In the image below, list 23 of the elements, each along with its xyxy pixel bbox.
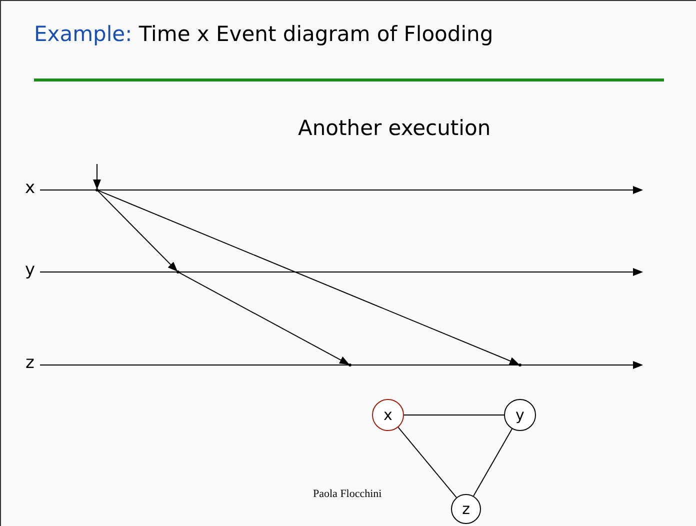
graph-edge	[404, 414, 504, 416]
process-label: y	[23, 260, 37, 280]
graph-node-circle: z	[451, 494, 481, 524]
event-point	[176, 270, 180, 274]
author-footer: Paola Flocchini	[313, 488, 382, 500]
impulse-arrow	[93, 164, 101, 190]
message-arrow	[98, 190, 178, 272]
timeline-arrow	[40, 186, 643, 194]
graph-node-circle: y	[504, 399, 536, 431]
timeline-arrow	[40, 268, 643, 276]
slide-title: Example: Time x Event diagram of Flooding	[34, 22, 494, 46]
subtitle: Another execution	[298, 116, 491, 140]
event-point	[518, 364, 522, 366]
event-point	[348, 364, 352, 366]
event-point	[96, 188, 98, 192]
message-arrow	[178, 272, 350, 365]
graph-edge	[472, 428, 513, 496]
graph-edge	[398, 426, 457, 498]
process-label: x	[23, 178, 37, 198]
message-arrow	[98, 190, 520, 365]
graph-node-circle: x	[372, 399, 404, 431]
timeline-arrow	[40, 361, 643, 369]
process-label: z	[23, 353, 37, 373]
